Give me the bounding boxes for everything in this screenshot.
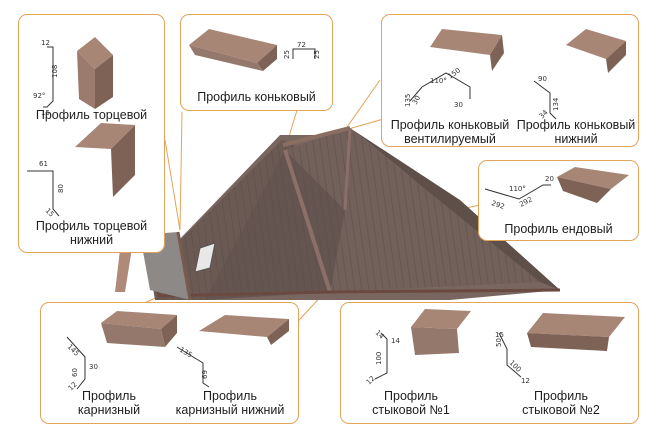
svg-text:100: 100	[508, 359, 523, 374]
svg-text:25: 25	[313, 50, 321, 59]
svg-text:72: 72	[297, 41, 306, 49]
svg-text:12: 12	[67, 380, 79, 392]
svg-text:90: 90	[538, 75, 547, 83]
roof-right-plane	[350, 128, 560, 290]
svg-text:15: 15	[44, 207, 56, 219]
label-joint1-line1: Профиль	[384, 389, 438, 403]
svg-text:50: 50	[495, 338, 503, 347]
svg-text:80: 80	[57, 184, 65, 193]
label-ridge-vent-line1: Профиль коньковый	[390, 118, 510, 132]
svg-text:134: 134	[552, 97, 560, 111]
svg-text:60: 60	[71, 368, 79, 377]
leader-ridge-vent	[344, 79, 381, 131]
svg-text:30: 30	[411, 94, 422, 106]
svg-text:61: 61	[39, 160, 48, 168]
label-end-lower-line2: нижний	[69, 233, 114, 247]
label-eaves-line2: карнизный	[77, 403, 141, 417]
label-valley-profile: Профиль ендовый	[504, 222, 613, 236]
svg-text:12: 12	[521, 377, 530, 385]
svg-text:292: 292	[490, 199, 505, 211]
svg-text:25: 25	[283, 50, 291, 59]
svg-text:14: 14	[391, 337, 400, 345]
callout-end-profiles: 12 108 92° 15 61 80 15 Профиль торцевой …	[18, 14, 165, 253]
svg-text:135: 135	[404, 94, 412, 107]
label-joint2-line2: стыковой №2	[522, 403, 600, 417]
valley-line	[283, 149, 332, 293]
svg-text:92°: 92°	[33, 92, 45, 100]
callout-valley-profile: 20 110° 292 292 Профиль ендовый	[478, 160, 639, 241]
label-ridge-lower-line2: нижний	[554, 132, 598, 146]
label-ridge-vent-line2: вентилируемый	[404, 132, 496, 146]
callout-ridge-profile: 72 25 25 Профиль коньковый	[180, 14, 333, 111]
label-end-profile: Профиль торцевой	[35, 108, 148, 122]
label-end-lower-line1: Профиль торцевой	[35, 219, 148, 233]
svg-text:15: 15	[495, 331, 504, 339]
svg-text:100: 100	[375, 352, 383, 365]
skylight-window	[194, 242, 216, 273]
callout-ridge-vent-profiles: 135 150 110° 30 30 90 134 34 Профиль кон…	[381, 14, 639, 147]
callout-eaves-profiles: 145 30 60 12 135 69 Профиль карнизный Пр…	[40, 302, 299, 424]
svg-text:292: 292	[518, 195, 534, 208]
label-ridge-profile: Профиль коньковый	[197, 90, 316, 104]
svg-text:12: 12	[365, 374, 377, 386]
label-eaves-lower-line2: карнизный нижний	[175, 403, 285, 417]
svg-text:150: 150	[447, 66, 463, 80]
svg-text:30: 30	[89, 363, 98, 371]
label-eaves-line1: Профиль	[82, 389, 136, 403]
svg-text:110°: 110°	[509, 185, 526, 193]
svg-text:14: 14	[374, 329, 386, 341]
svg-text:69: 69	[201, 370, 209, 379]
label-eaves-lower-line1: Профиль	[203, 389, 257, 403]
label-joint1-line2: стыковой №1	[372, 403, 450, 417]
label-ridge-lower-line1: Профиль коньковый	[516, 118, 636, 132]
drain-pipe	[115, 248, 132, 292]
ridge-line	[282, 126, 351, 147]
label-joint2-line1: Профиль	[534, 389, 588, 403]
svg-text:20: 20	[545, 175, 554, 183]
svg-text:110°: 110°	[430, 77, 447, 85]
svg-text:15: 15	[41, 109, 50, 117]
svg-text:108: 108	[51, 65, 59, 78]
svg-text:12: 12	[41, 39, 50, 47]
svg-text:135: 135	[178, 346, 194, 360]
svg-text:145: 145	[66, 343, 81, 358]
callout-joint-profiles: 14 14 100 12 15 50 100 12 Профиль стыков…	[340, 302, 639, 424]
leader-end	[164, 139, 181, 231]
svg-text:30: 30	[454, 101, 463, 109]
